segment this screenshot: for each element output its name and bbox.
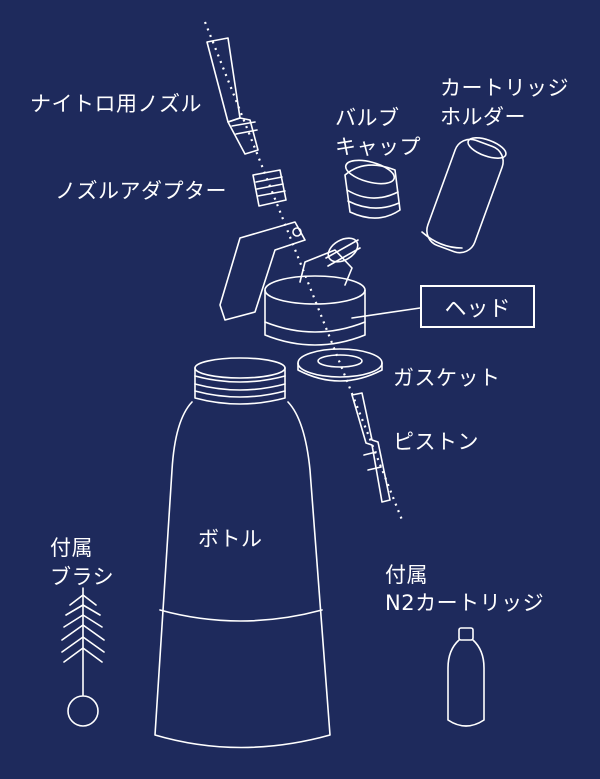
label-brush-line1: 付属 <box>50 536 93 560</box>
piston-drawing <box>351 392 391 503</box>
label-piston: ピストン <box>393 430 479 454</box>
label-gasket: ガスケット <box>393 366 501 390</box>
label-valve-cap-line2: キャップ <box>335 135 421 159</box>
label-valve-cap-line1: バルブ <box>335 106 400 130</box>
nozzle-adapter-drawing <box>252 169 287 207</box>
head-drawing <box>219 221 366 346</box>
label-n2-cartridge-line2: N2カートリッジ <box>385 591 545 615</box>
label-bottle: ボトル <box>198 527 263 551</box>
n2-cartridge-drawing <box>447 627 485 727</box>
head-leader-line <box>351 307 421 319</box>
bottle-drawing <box>154 357 331 749</box>
valve-cap-drawing <box>344 159 401 219</box>
label-head: ヘッド <box>420 285 535 328</box>
brush-drawing <box>61 587 105 727</box>
cartridge-holder-drawing <box>421 137 507 254</box>
nitro-nozzle-drawing <box>206 37 259 155</box>
gasket-drawing <box>297 348 383 382</box>
label-cartridge-holder-line1: カートリッジ <box>440 76 569 100</box>
label-nitro-nozzle: ナイトロ用ノズル <box>30 92 202 116</box>
label-brush-line2: ブラシ <box>50 565 115 589</box>
label-cartridge-holder-line2: ホルダー <box>440 105 526 129</box>
label-nozzle-adapter: ノズルアダプター <box>55 179 227 203</box>
label-n2-cartridge-line1: 付属 <box>385 563 428 587</box>
